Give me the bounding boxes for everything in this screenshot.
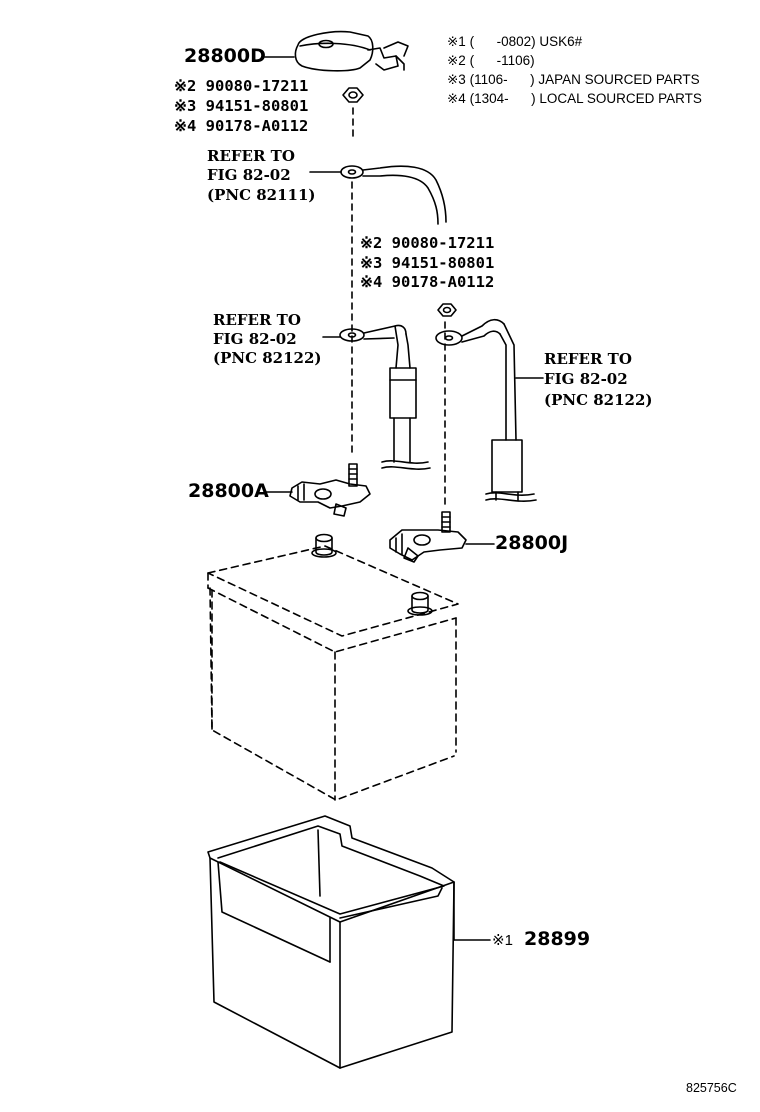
nut-top — [342, 87, 364, 103]
ref-top-line-3: (PNC 82111) — [207, 186, 316, 204]
nut-top-label-3: ※4 90178-A0112 — [174, 117, 309, 135]
nut-mid-label-3: ※4 90178-A0112 — [360, 273, 495, 291]
part-label-tray: 28899 — [524, 928, 591, 950]
terminal-negative — [289, 463, 371, 517]
battery-post-negative — [311, 533, 337, 558]
note-3: ※3 (1106- ) JAPAN SOURCED PARTS — [447, 72, 700, 87]
tray-note-marker: ※1 — [492, 932, 513, 949]
part-label-terminal-neg: 28800A — [188, 480, 269, 502]
nut-mid-label-2: ※3 94151-80801 — [360, 254, 495, 272]
ref-left-line-2: FIG 82-02 — [213, 330, 297, 348]
battery-tray — [207, 815, 455, 1069]
cable-right — [435, 318, 537, 502]
nut-mid-label-1: ※2 90080-17211 — [360, 234, 495, 252]
terminal-positive — [389, 511, 467, 563]
note-2: ※2 ( -1106) — [447, 53, 535, 68]
ref-left-line-3: (PNC 82122) — [213, 349, 322, 367]
nut-mid — [437, 303, 457, 317]
ref-top-line-2: FIG 82-02 — [207, 166, 291, 184]
nut-top-label-1: ※2 90080-17211 — [174, 77, 309, 95]
figure-id: 825756C — [686, 1081, 737, 1095]
ref-right-line-1: REFER TO — [544, 350, 632, 368]
ref-right-line-3: (PNC 82122) — [544, 391, 653, 409]
battery-terminal-cover — [294, 30, 409, 72]
part-label-cover: 28800D — [184, 45, 266, 67]
note-4: ※4 (1304- ) LOCAL SOURCED PARTS — [447, 91, 702, 106]
ref-left-line-1: REFER TO — [213, 311, 301, 329]
cable-left — [339, 324, 431, 470]
battery-post-positive — [407, 591, 433, 616]
note-1: ※1 ( -0802) USK6# — [447, 34, 583, 49]
ref-top-line-1: REFER TO — [207, 147, 295, 165]
cable-top — [340, 165, 447, 225]
battery — [207, 545, 459, 801]
nut-top-label-2: ※3 94151-80801 — [174, 97, 309, 115]
ref-right-line-2: FIG 82-02 — [544, 370, 628, 388]
part-label-terminal-pos: 28800J — [495, 532, 569, 554]
